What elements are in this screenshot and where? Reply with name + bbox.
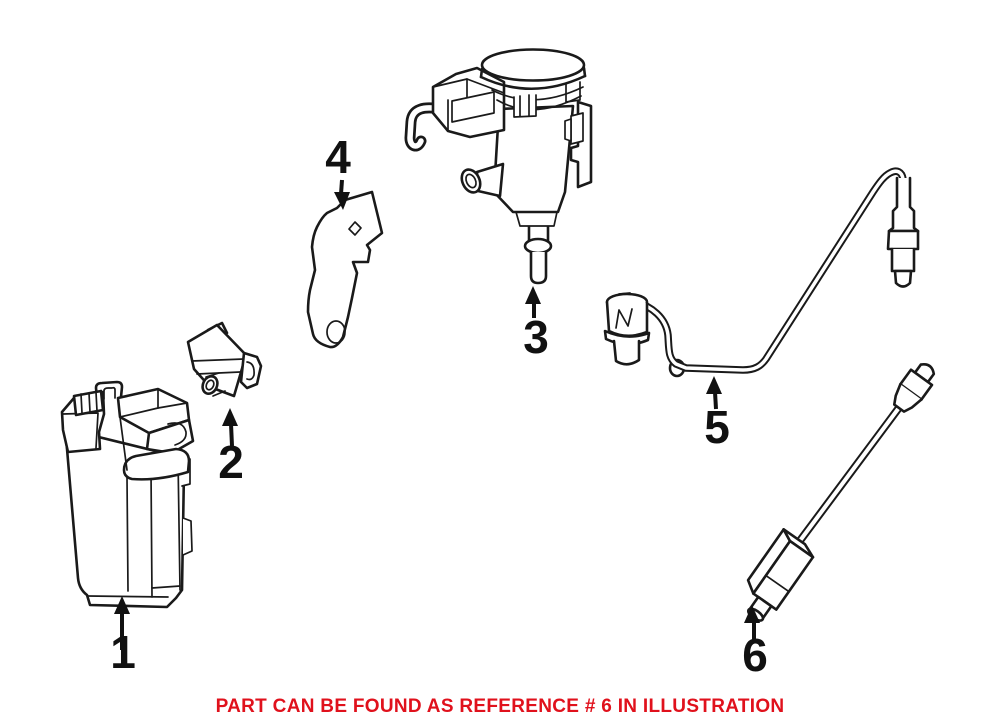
sensor-5-marking <box>615 308 633 329</box>
reference-caption: PART CAN BE FOUND AS REFERENCE # 6 IN IL… <box>216 696 785 717</box>
callout-3: 3 <box>523 311 549 363</box>
callout-6: 6 <box>742 629 768 681</box>
canister-drawing <box>60 380 195 609</box>
purge-valve-tab <box>569 100 593 189</box>
purge-valve-cap <box>480 48 586 82</box>
bracket-diamond-hole <box>348 221 362 236</box>
canister-collar <box>122 447 191 481</box>
oxygen-sensor-5-drawing <box>603 167 920 378</box>
callout-1: 1 <box>110 626 136 678</box>
arrow-3 <box>525 286 541 318</box>
bracket-drawing <box>306 190 384 349</box>
purge-valve-drawing <box>404 48 593 285</box>
sensor-5-cable <box>629 167 907 374</box>
bracket-round-hole <box>326 320 346 344</box>
callout-labels: 1 2 3 4 5 6 <box>110 131 768 681</box>
sensor-6-connector <box>746 528 815 622</box>
arrow-5 <box>706 376 722 410</box>
purge-valve-stem-ring <box>523 237 553 255</box>
vent-valve-drawing <box>186 321 263 398</box>
arrow-6 <box>744 605 760 640</box>
sensor-6-probe <box>892 363 936 413</box>
callout-arrows <box>114 179 760 650</box>
callout-5: 5 <box>704 401 730 453</box>
arrow-4 <box>334 179 350 210</box>
callout-4: 4 <box>325 131 351 183</box>
arrow-2 <box>222 408 238 447</box>
arrow-1 <box>114 596 130 650</box>
bracket-outline <box>306 190 384 349</box>
sensor-5-probe <box>886 176 920 288</box>
callout-2: 2 <box>218 436 244 488</box>
oxygen-sensor-6-drawing <box>746 363 936 622</box>
